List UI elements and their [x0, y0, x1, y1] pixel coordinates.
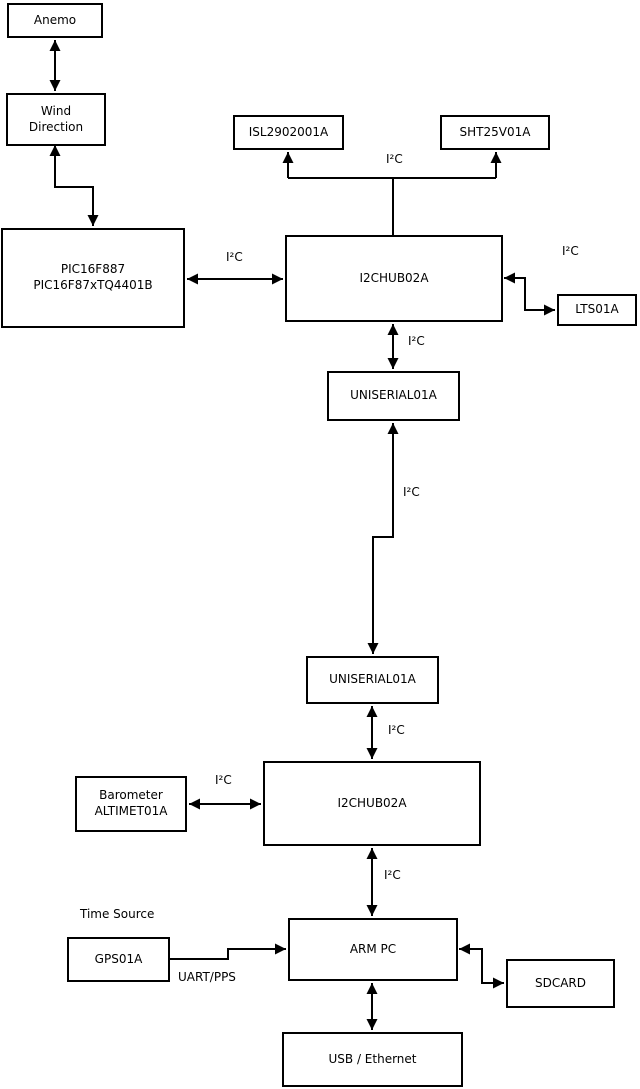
wire-label-i2c-uni1-uni2: I²C [403, 485, 420, 500]
node-anemo: Anemo [7, 3, 103, 38]
wire-label-uart-pps: UART/PPS [178, 970, 236, 985]
node-uniserial01a-2: UNISERIAL01A [306, 656, 439, 704]
node-arm-pc: ARM PC [288, 918, 458, 981]
edge-armpc-sdcard [459, 943, 504, 989]
node-isl2902001a: ISL2902001A [233, 115, 344, 150]
node-lts01a: LTS01A [557, 294, 637, 326]
node-wind-direction: Wind Direction [6, 93, 106, 146]
node-gps01a: GPS01A [67, 937, 170, 982]
node-sht25v01a: SHT25V01A [440, 115, 550, 150]
node-i2chub02a-2: I2CHUB02A [263, 761, 481, 846]
wire-label-i2c-hub1-uni1: I²C [408, 334, 425, 349]
wire-label-i2c-hub1-lts: I²C [562, 244, 579, 259]
wire-label-i2c-bus-top: I²C [386, 152, 403, 167]
node-pic16f887: PIC16F887 PIC16F87xTQ4401B [1, 228, 185, 328]
wire-label-time-source: Time Source [80, 907, 155, 922]
node-sdcard: SDCARD [506, 959, 615, 1008]
wire-label-i2c-hub2-armpc: I²C [384, 868, 401, 883]
node-usb-ethernet: USB / Ethernet [282, 1032, 463, 1087]
node-uniserial01a-1: UNISERIAL01A [327, 371, 460, 421]
node-barometer: Barometer ALTIMET01A [75, 776, 187, 832]
wire-label-i2c-baro-hub2: I²C [215, 773, 232, 788]
wire-label-i2c-pic-hub1: I²C [226, 250, 243, 265]
node-i2chub02a-1: I2CHUB02A [285, 235, 503, 322]
edge-uniserial1-uniserial2 [367, 423, 399, 654]
edge-wind-pic [49, 145, 99, 226]
edge-gps-armpc [170, 943, 286, 960]
edge-hub1-lts [504, 272, 555, 316]
edges [49, 40, 555, 1030]
wire-label-i2c-uni2-hub2: I²C [388, 723, 405, 738]
